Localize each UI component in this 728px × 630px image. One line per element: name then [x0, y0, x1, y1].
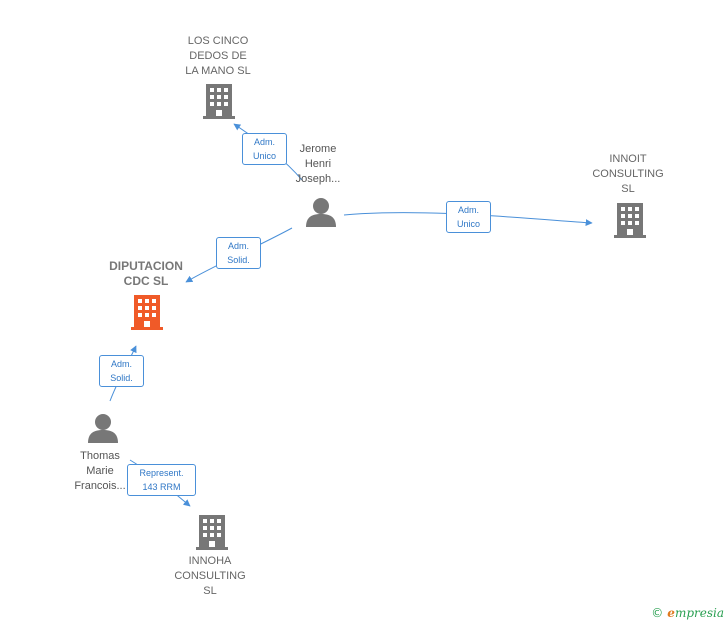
building-icon[interactable] [614, 203, 646, 238]
edge-label-thomas-diputacion: Adm. Solid. [99, 355, 144, 387]
company-label-innoit[interactable]: INNOIT CONSULTING SL [592, 153, 664, 195]
company-label-los-cinco[interactable]: LOS CINCO DEDOS DE LA MANO SL [185, 35, 251, 77]
empresia-logo: ©empresia [651, 606, 724, 620]
person-icon[interactable] [88, 414, 118, 443]
company-label-diputacion[interactable]: DIPUTACION CDC SL [109, 259, 183, 288]
brand-rest: mpresia [674, 606, 724, 620]
brand-first-letter: e [667, 606, 675, 620]
company-label-innoha[interactable]: INNOHA CONSULTING SL [174, 555, 246, 597]
edge-label-thomas-innoha: Represent. 143 RRM [127, 464, 196, 496]
copyright-icon: © [651, 606, 664, 620]
edge-label-jerome-innoit: Adm. Unico [446, 201, 491, 233]
person-label-thomas[interactable]: Thomas Marie Francois... [74, 450, 126, 492]
building-icon[interactable] [196, 515, 228, 550]
person-icon[interactable] [306, 198, 336, 227]
person-label-jerome[interactable]: Jerome Henri Joseph... [295, 143, 341, 185]
edge-label-jerome-diputacion: Adm. Solid. [216, 237, 261, 269]
edge-label-jerome-los-cinco: Adm. Unico [242, 133, 287, 165]
building-icon[interactable] [131, 295, 163, 330]
building-icon[interactable] [203, 84, 235, 119]
